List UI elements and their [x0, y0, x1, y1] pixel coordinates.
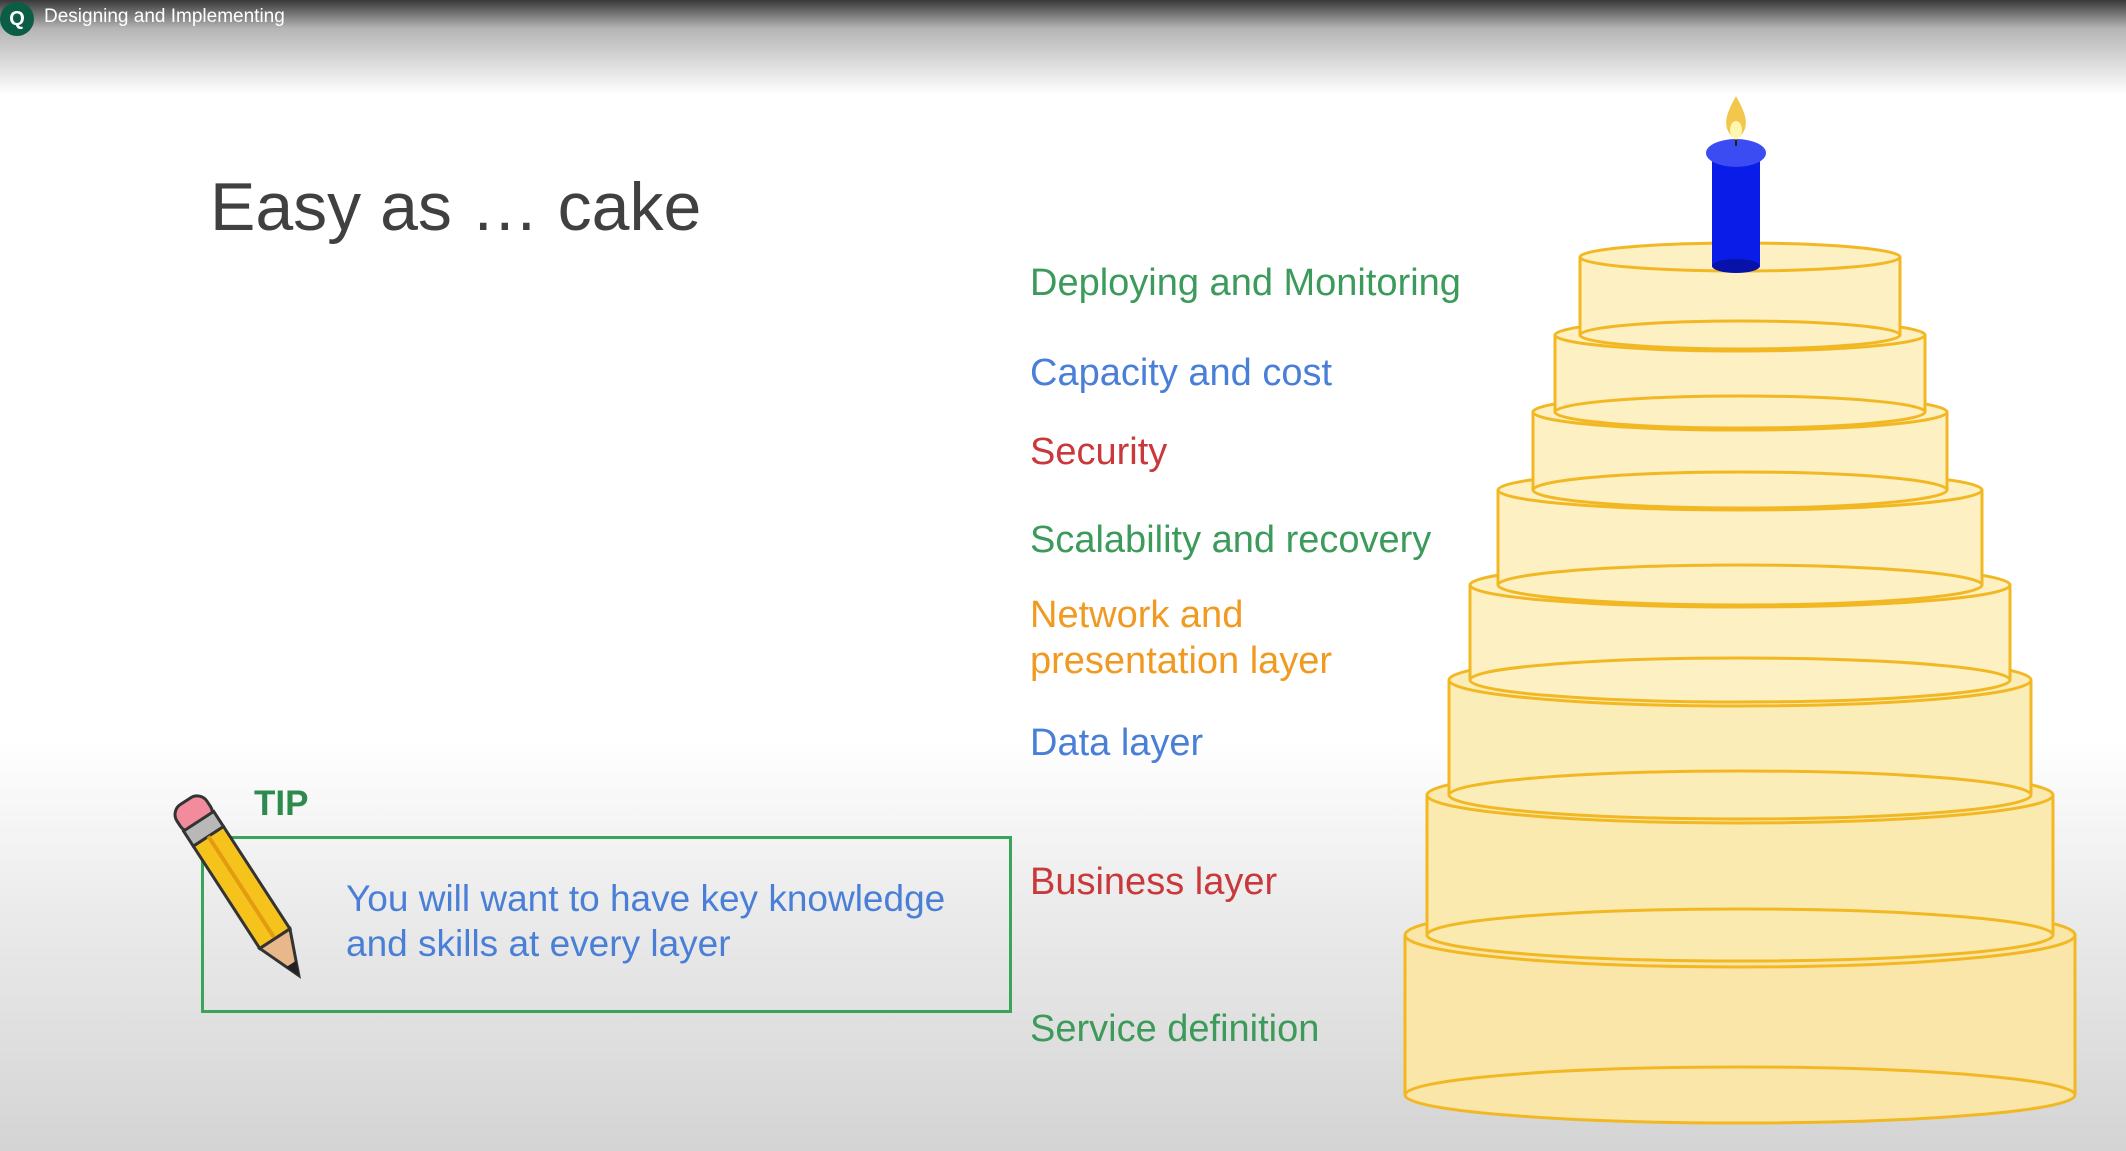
layer-label-security: Security: [1030, 431, 1168, 473]
slide-title: Easy as … cake: [210, 169, 702, 245]
layer-label-scalability: Scalability and recovery: [1030, 519, 1432, 561]
channel-avatar[interactable]: Q: [0, 2, 34, 36]
tip-label: TIP: [254, 784, 309, 823]
video-title[interactable]: Designing and Implementing: [44, 6, 285, 27]
layer-label-presentation: presentation layer: [1030, 640, 1333, 682]
tip-text-line1: You will want to have key knowledge: [346, 878, 946, 919]
tip-box: [201, 836, 1012, 1013]
tip-text-line2: and skills at every layer: [346, 923, 731, 964]
cake-illustration: [1403, 96, 2077, 1125]
video-top-bar: Q Designing and Implementing: [0, 0, 2126, 95]
layer-label-capacity: Capacity and cost: [1030, 352, 1333, 394]
layer-label-business: Business layer: [1030, 861, 1278, 903]
tip-text: You will want to have key knowledge and …: [346, 876, 996, 966]
layer-label-network: Network and: [1030, 594, 1244, 636]
layer-label-deploying: Deploying and Monitoring: [1030, 262, 1461, 304]
layer-label-service: Service definition: [1030, 1008, 1320, 1050]
pencil-icon: [173, 794, 301, 979]
layer-label-data: Data layer: [1030, 722, 1204, 764]
candle-icon: [1706, 96, 1766, 273]
